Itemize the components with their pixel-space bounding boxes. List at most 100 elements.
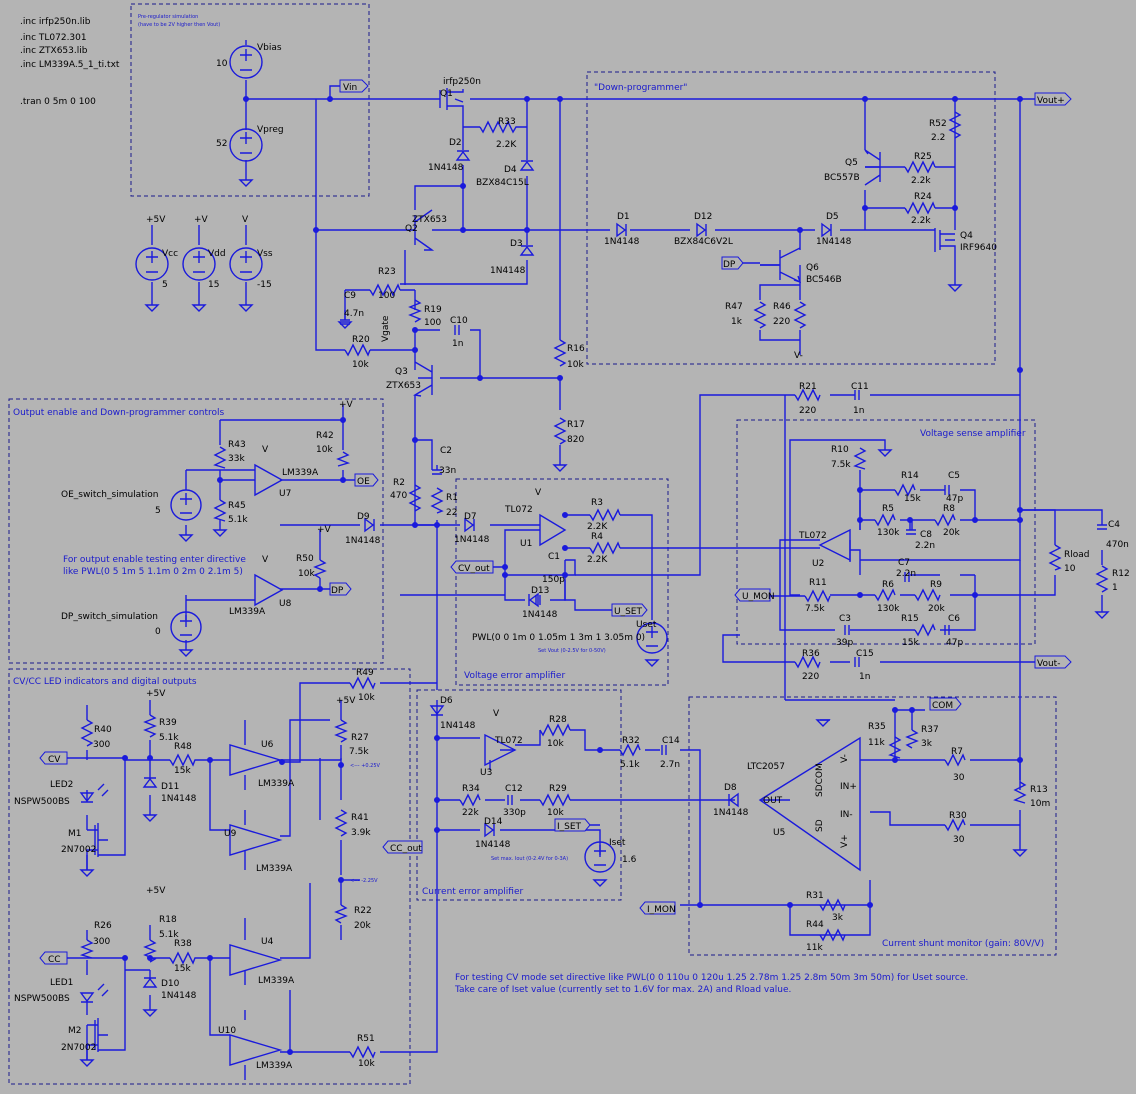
r15-value: 15k: [902, 638, 919, 648]
r39-name: R39: [159, 718, 177, 728]
net-vin: Vin: [343, 83, 357, 93]
r11-name: R11: [809, 578, 827, 588]
net-cc: CC: [48, 955, 61, 965]
q6-name: Q6: [806, 263, 819, 273]
r25-value: 2.2k: [911, 176, 931, 186]
u7-name: U7: [279, 489, 291, 499]
r40-name: R40: [94, 725, 112, 735]
note-set-imax: Set max. Iout (0-2.4V for 0-3A): [491, 856, 568, 862]
note-cv-help: For testing CV mode set directive like P…: [455, 973, 968, 983]
r12-value: 1: [1112, 583, 1118, 593]
r30-value: 30: [953, 835, 965, 845]
diode-symbols: [79, 150, 832, 1003]
r27-value: 7.5k: [349, 747, 369, 757]
m2-name: M2: [68, 1026, 82, 1036]
r8-name: R8: [943, 504, 955, 514]
r49-name: R49: [356, 668, 374, 678]
c12-value: 330p: [503, 808, 526, 818]
c3-name: C3: [839, 614, 851, 624]
uset-value: PWL(0 0 1m 0 1.05m 1 3m 1 3.05m 0): [472, 633, 645, 643]
r47-name: R47: [725, 302, 743, 312]
r20-name: R20: [352, 335, 370, 345]
u5-out: OUT: [763, 796, 783, 806]
c8-value: 2.2n: [915, 541, 935, 551]
net-u7-v: V: [262, 445, 269, 455]
r22-value: 20k: [354, 921, 371, 931]
r26-name: R26: [94, 921, 112, 931]
r29-name: R29: [549, 784, 567, 794]
junctions: [122, 96, 1023, 1055]
directive-5: .tran 0 5m 0 100: [20, 97, 96, 107]
c10-value: 1n: [452, 339, 463, 349]
d3-model: 1N4148: [490, 266, 526, 276]
u9-model: LM339A: [256, 864, 293, 874]
r27-name: R27: [351, 733, 369, 743]
net-u8-v: V: [262, 555, 269, 565]
r49-value: 10k: [358, 693, 375, 703]
d3-name: D3: [510, 239, 523, 249]
r37-name: R37: [921, 725, 939, 735]
r21-value: 220: [799, 406, 816, 416]
ref-plus-025: <--- +0.25V: [350, 763, 381, 769]
q4-model: IRF9640: [960, 243, 997, 253]
r37-value: 3k: [921, 739, 933, 749]
power-labels: +5V +V V +V V V +V V V V- +5V +5V +5V: [146, 215, 803, 896]
r47-value: 1k: [731, 317, 743, 327]
r4-value: 2.2K: [587, 555, 608, 565]
net-u-mon: U_MON: [742, 592, 775, 602]
r50-value: 10k: [298, 569, 315, 579]
q3-model: ZTX653: [386, 381, 421, 391]
r34-name: R34: [462, 784, 480, 794]
resistor-symbols: [79, 111, 1109, 1059]
c8-name: C8: [920, 530, 932, 540]
r29-value: 10k: [547, 808, 564, 818]
r18-name: R18: [159, 915, 177, 925]
u5-vplus: V+: [840, 834, 850, 848]
d5-model: 1N4148: [816, 237, 852, 247]
c5-name: C5: [948, 471, 960, 481]
c6-name: C6: [948, 614, 960, 624]
m1-model: 2N7002: [61, 845, 96, 855]
r13-value: 10m: [1030, 799, 1050, 809]
c12-name: C12: [505, 784, 523, 794]
title-output-enable: Output enable and Down-programmer contro…: [13, 408, 225, 418]
r44-value: 11k: [806, 943, 823, 953]
oe-help-2: like PWL(0 5 1m 5 1.1m 0 2m 0 2.1m 5): [63, 567, 243, 577]
title-voltage-error: Voltage error amplifier: [464, 671, 565, 681]
r34-value: 22k: [462, 808, 479, 818]
u10-model: LM339A: [256, 1061, 293, 1071]
r28-name: R28: [549, 715, 567, 725]
r6-name: R6: [882, 580, 894, 590]
r52-name: R52: [929, 119, 947, 129]
ref-minus-225: <--- -2.25V: [350, 878, 378, 884]
net-vout-minus: Vout-: [1037, 659, 1060, 669]
d10-model: 1N4148: [161, 991, 197, 1001]
m1-name: M1: [68, 829, 82, 839]
transistor-symbols: [86, 88, 956, 1060]
q6-model: BC546B: [806, 275, 842, 285]
c7-name: C7: [898, 558, 910, 568]
r1-name: R1: [446, 493, 458, 503]
c4-value: 470n: [1106, 540, 1129, 550]
r16-value: 10k: [567, 360, 584, 370]
r31-name: R31: [806, 891, 824, 901]
r13-name: R13: [1030, 785, 1048, 795]
r35-name: R35: [868, 722, 886, 732]
vcc-value: 5: [162, 280, 168, 290]
u6-name: U6: [261, 740, 274, 750]
u10-name: U10: [218, 1026, 236, 1036]
u5-in-minus: IN-: [840, 810, 853, 820]
u1-name: U1: [520, 539, 532, 549]
block-frames: [8, 3, 1057, 1085]
d6-name: D6: [440, 696, 453, 706]
r33-name: R33: [498, 117, 516, 127]
net-cv-out: CV_out: [458, 564, 490, 574]
d12-name: D12: [694, 212, 712, 222]
net-r27-5v: +5V: [336, 696, 356, 706]
d2-name: D2: [449, 138, 462, 148]
d13-model: 1N4148: [522, 610, 558, 620]
r14-name: R14: [901, 471, 919, 481]
title-led-indicators: CV/CC LED indicators and digital outputs: [13, 677, 197, 687]
r48-name: R48: [174, 742, 192, 752]
